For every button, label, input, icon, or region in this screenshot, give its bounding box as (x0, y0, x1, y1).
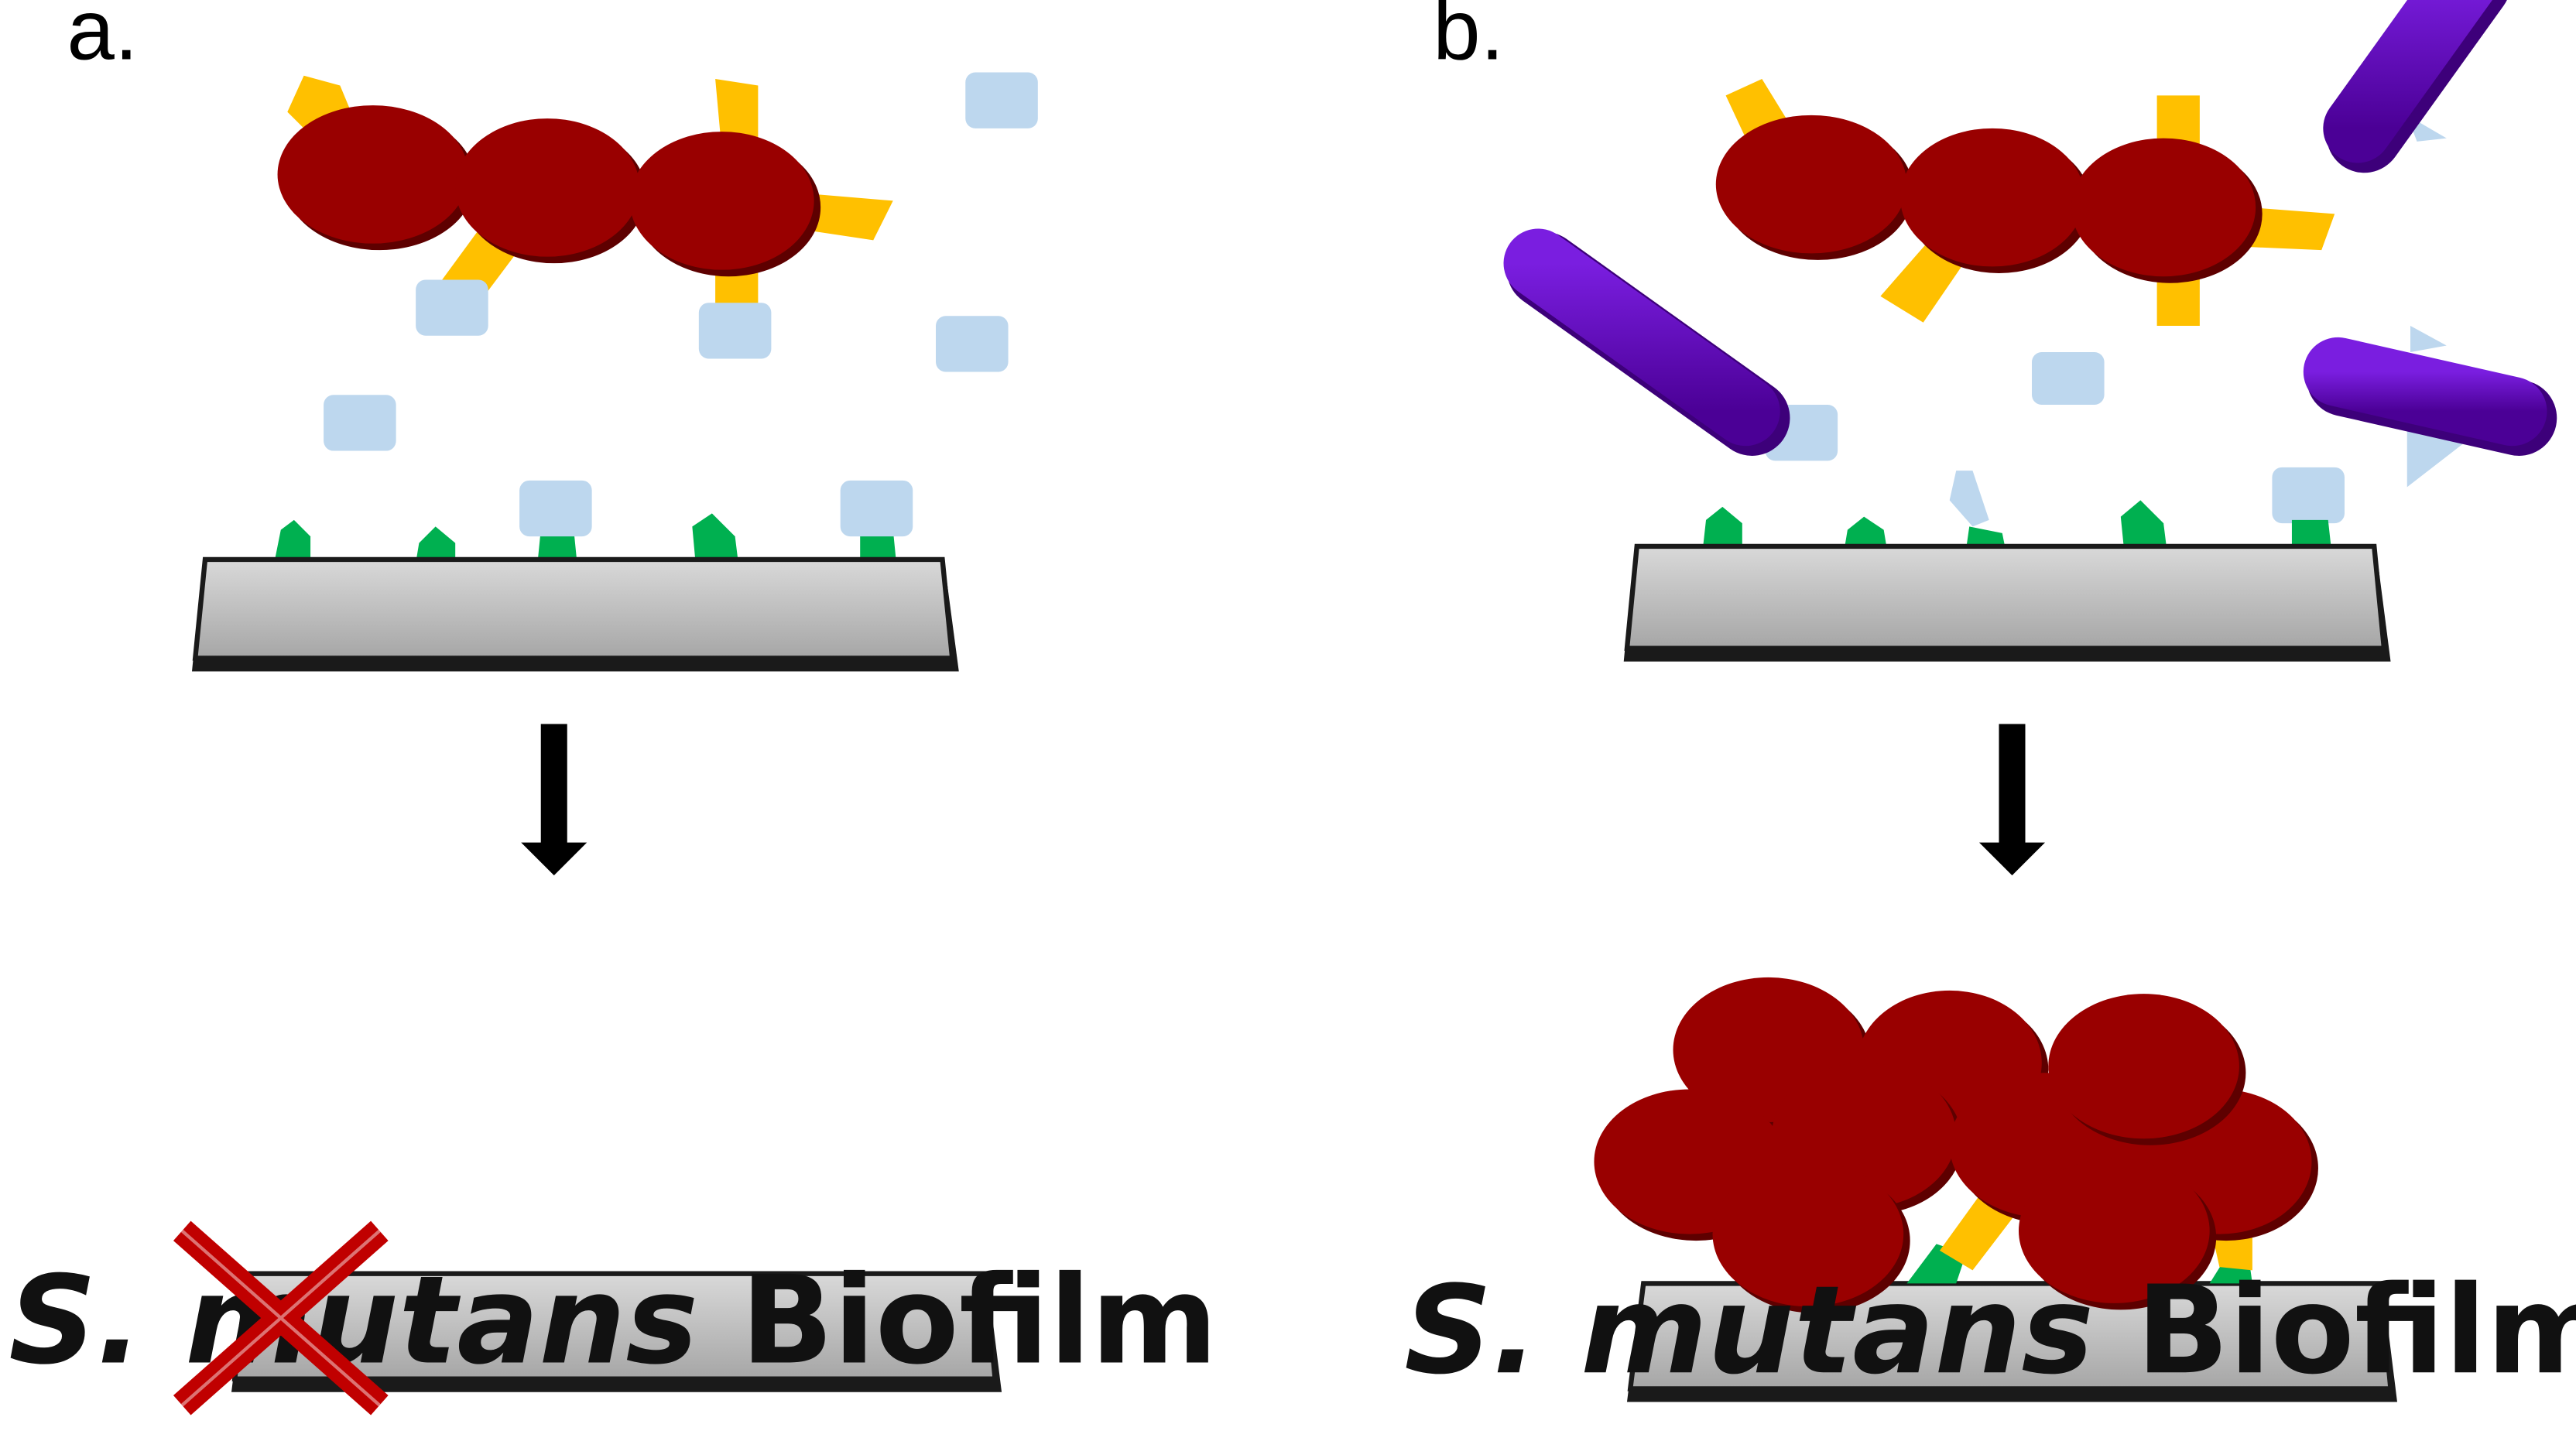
blocker-molecule (698, 303, 772, 359)
blocker-molecule (2032, 351, 2105, 406)
receptor (416, 526, 456, 563)
blocker-molecules-a (324, 72, 1038, 451)
bacterium-cell (629, 132, 814, 270)
receptor (860, 529, 896, 563)
receptor (2120, 500, 2167, 550)
panel-b-label: b. (1433, 0, 1504, 78)
adhesin-b3 (2245, 207, 2335, 251)
biofilm-word: Biofilm (741, 1250, 1218, 1392)
receptors-a (274, 513, 896, 563)
rod-bacteria (1503, 0, 2557, 456)
receptor (274, 519, 311, 563)
bacterium-cell (2048, 994, 2239, 1139)
blocker-molecule (2272, 467, 2345, 524)
adhesin-b4 (1880, 243, 1966, 323)
bacterium-cell (1899, 128, 2085, 267)
receptors-b (1702, 500, 2331, 550)
blocker-molecule (965, 72, 1038, 128)
receptor (692, 513, 738, 563)
tooth-surface-a (191, 556, 959, 672)
receptor (2291, 519, 2331, 550)
panel-a: a. (9, 0, 1218, 1415)
bacterium-cell (2019, 1158, 2210, 1303)
biofilm-word: Biofilm (2136, 1260, 2576, 1402)
streptococcus-chain-b (1715, 115, 2263, 283)
biofilm-label-a: S. mutans Biofilm (9, 1250, 1218, 1392)
bacterium-cell (455, 118, 640, 257)
tooth-surface-b (1623, 543, 2391, 662)
receptor (1844, 516, 1887, 550)
panel-b: b. (1404, 0, 2576, 1402)
receptor (1702, 506, 1742, 550)
blocker-fragment (2410, 325, 2447, 352)
blocker-molecule (416, 279, 488, 336)
bacterium-cell (1715, 115, 1907, 254)
biofilm-label-b: S. mutans Biofilm (1404, 1260, 2576, 1402)
process-arrow-a (521, 724, 587, 876)
blocker-fragment (2406, 431, 2480, 488)
blocker-molecule (840, 480, 913, 537)
blocker-molecule (519, 480, 592, 537)
tooth-surface-result-a (231, 1271, 1002, 1392)
bacterium-cell (1712, 1162, 1904, 1307)
adhesin-a3 (807, 193, 893, 241)
blocker-fragment (1949, 471, 1989, 527)
blocker-molecule (936, 316, 1009, 372)
bound-blockers-a (519, 480, 913, 537)
biofilm-cell-cluster (1594, 977, 2318, 1313)
receptor (537, 529, 577, 563)
bacterium-cell (2071, 138, 2256, 277)
bacterium-cell (277, 105, 469, 244)
inhibited-cross-icon (173, 1220, 389, 1415)
panel-a-label: a. (67, 0, 138, 78)
species-name: S. mutans (1404, 1260, 2094, 1402)
process-arrow-b (1978, 724, 2046, 876)
blocker-molecule (324, 395, 396, 451)
streptococcus-chain-a (277, 105, 821, 277)
